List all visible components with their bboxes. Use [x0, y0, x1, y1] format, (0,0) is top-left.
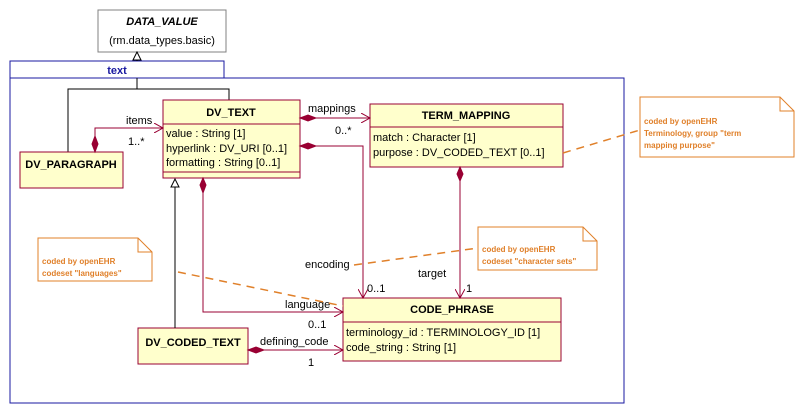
association-defining-code — [246, 347, 343, 353]
class-name: TERM_MAPPING — [422, 110, 511, 122]
note-line: coded by openEHR — [42, 257, 116, 266]
note-line: coded by openEHR — [482, 245, 556, 254]
class-name: DV_TEXT — [206, 107, 256, 119]
class-package: (rm.data_types.basic) — [109, 35, 215, 47]
attribute: hyperlink : DV_URI [0..1] — [166, 143, 287, 155]
role-language: language — [285, 299, 330, 311]
class-dv-text[interactable]: DV_TEXT value : String [1] hyperlink : D… — [162, 99, 301, 179]
note-line: coded by openEHR — [644, 117, 718, 126]
generalization-to-data-value — [67, 50, 230, 152]
class-dv-paragraph[interactable]: DV_PARAGRAPH — [19, 151, 124, 189]
attribute: purpose : DV_CODED_TEXT [0..1] — [373, 147, 545, 159]
role-mappings: mappings — [308, 103, 356, 115]
class-term-mapping[interactable]: TERM_MAPPING match : Character [1] purpo… — [369, 103, 564, 168]
association-target — [457, 165, 463, 298]
association-items — [91, 128, 163, 154]
multiplicity-target: 1 — [466, 283, 472, 295]
multiplicity-defining-code: 1 — [308, 357, 314, 369]
association-mappings — [298, 115, 370, 121]
class-code-phrase[interactable]: CODE_PHRASE terminology_id : TERMINOLOGY… — [342, 297, 562, 362]
note-line: mapping purpose" — [644, 141, 715, 150]
class-dv-coded-text[interactable]: DV_CODED_TEXT — [137, 327, 249, 365]
association-language — [199, 176, 343, 312]
attribute: match : Character [1] — [373, 132, 476, 144]
note-languages: coded by openEHR codeset "languages" — [37, 237, 153, 282]
note-term-mapping-purpose: coded by openEHR Terminology, group "ter… — [639, 96, 795, 158]
class-name: DATA_VALUE — [126, 16, 198, 28]
role-items: items — [126, 115, 153, 127]
multiplicity-language: 0..1 — [308, 319, 326, 331]
note-line: codeset "languages" — [42, 269, 122, 278]
multiplicity-mappings: 0..* — [335, 125, 352, 137]
class-data-value[interactable]: DATA_VALUE (rm.data_types.basic) — [97, 9, 227, 53]
note-line: codeset "character sets" — [482, 257, 577, 266]
class-name: CODE_PHRASE — [410, 304, 494, 316]
attribute: formatting : String [0..1] — [166, 157, 280, 169]
multiplicity-encoding: 0..1 — [367, 283, 385, 295]
package-name: text — [107, 65, 127, 77]
note-line: Terminology, group "term — [644, 129, 741, 138]
generalization-coded-text-to-text — [170, 177, 180, 328]
attribute: value : String [1] — [166, 128, 246, 140]
note-anchors — [177, 129, 641, 307]
role-defining-code: defining_code — [260, 336, 329, 348]
role-target: target — [418, 268, 446, 280]
class-name: DV_CODED_TEXT — [145, 337, 241, 349]
role-encoding: encoding — [305, 259, 350, 271]
note-character-sets: coded by openEHR codeset "character sets… — [477, 226, 598, 271]
class-name: DV_PARAGRAPH — [25, 159, 117, 171]
attribute: code_string : String [1] — [346, 342, 456, 354]
multiplicity-items: 1..* — [128, 136, 145, 148]
attribute: terminology_id : TERMINOLOGY_ID [1] — [346, 327, 540, 339]
association-encoding — [298, 142, 363, 298]
